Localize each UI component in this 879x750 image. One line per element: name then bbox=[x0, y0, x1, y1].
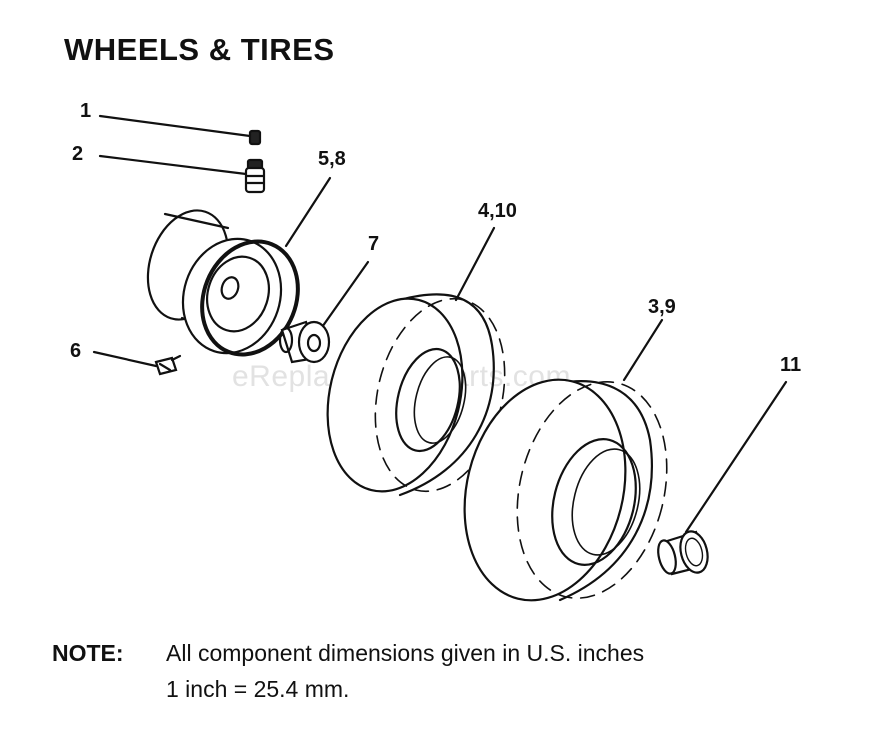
callout-7: 7 bbox=[368, 233, 380, 255]
wheel-rim-part bbox=[146, 209, 283, 355]
callout-11: 11 bbox=[780, 354, 802, 376]
leader-line-11 bbox=[684, 380, 788, 534]
leader-line-7 bbox=[318, 260, 370, 332]
note-line-2: 1 inch = 25.4 mm. bbox=[166, 676, 350, 702]
screw-part bbox=[154, 354, 182, 376]
callout-3-9: 3,9 bbox=[648, 296, 676, 318]
leader-line-58 bbox=[284, 176, 332, 248]
valve-cap-part bbox=[248, 129, 262, 146]
flanged-bushing-part bbox=[278, 320, 331, 364]
leader-line-1 bbox=[98, 114, 252, 138]
front-tire-part bbox=[326, 293, 506, 497]
callout-2: 2 bbox=[72, 143, 84, 165]
callout-5-8: 5,8 bbox=[318, 148, 346, 170]
leader-line-39 bbox=[622, 318, 664, 382]
leader-line-6 bbox=[92, 350, 158, 368]
diagram-title: WHEELS & TIRES bbox=[64, 32, 335, 67]
rim-ring-part bbox=[200, 239, 300, 357]
bushing-sleeve-part bbox=[657, 530, 709, 576]
leader-line-410 bbox=[454, 226, 496, 302]
callout-4-10: 4,10 bbox=[478, 200, 517, 222]
callout-1: 1 bbox=[80, 100, 92, 122]
leader-line-2 bbox=[98, 154, 248, 176]
rear-tire-part bbox=[463, 378, 668, 602]
dimensions-note: NOTE: All component dimensions given in U… bbox=[52, 640, 645, 702]
callout-6: 6 bbox=[70, 340, 82, 362]
valve-stem-part bbox=[244, 158, 266, 194]
note-line-1: All component dimensions given in U.S. i… bbox=[166, 640, 645, 666]
note-label: NOTE: bbox=[52, 640, 124, 666]
